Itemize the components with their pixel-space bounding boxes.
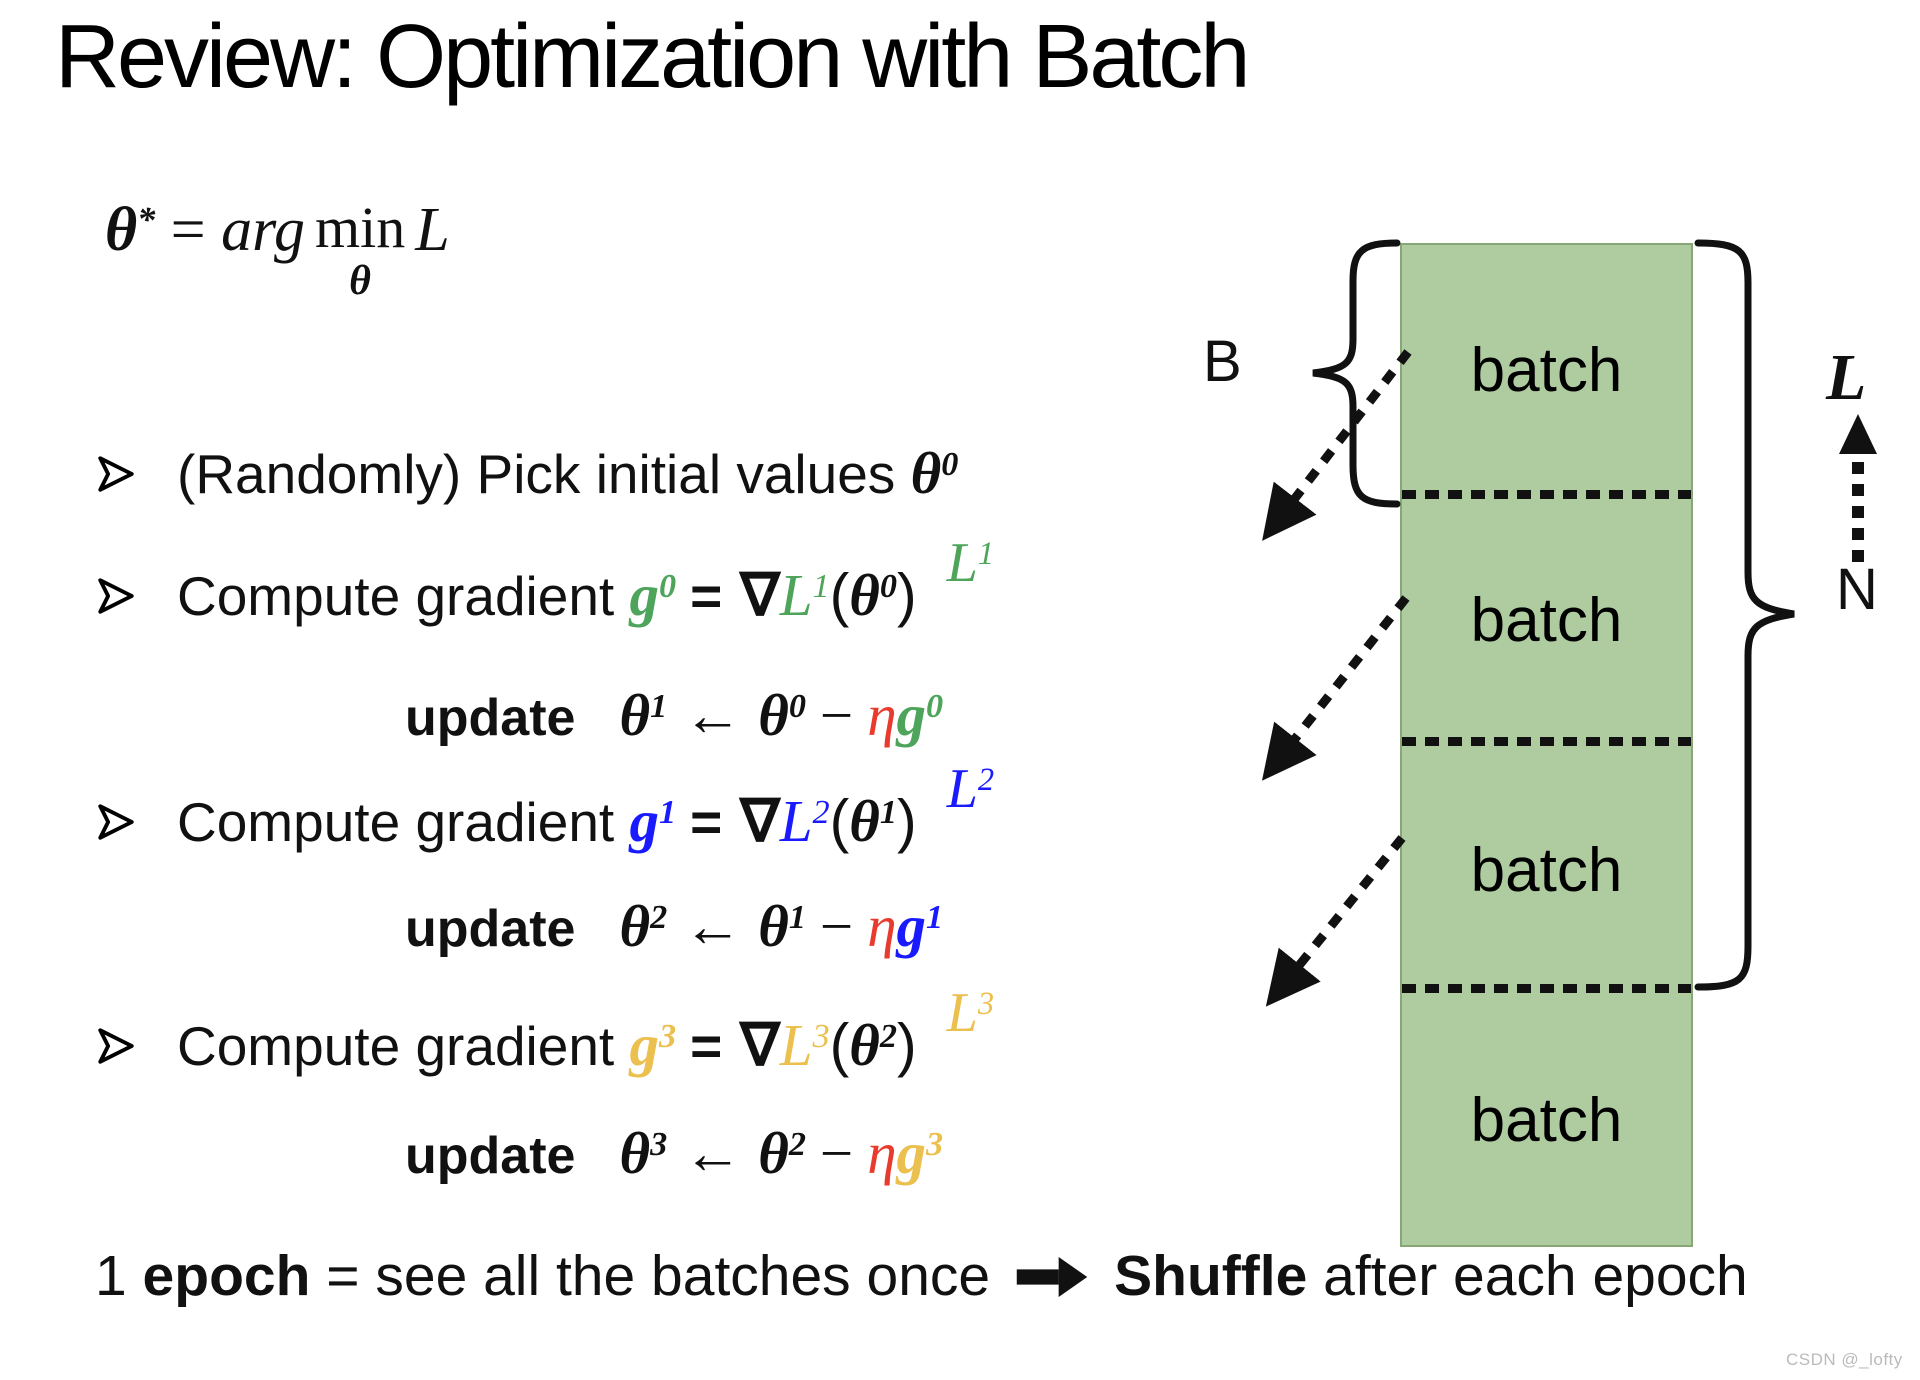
step4-label: Compute gradient [177,1015,630,1077]
formula-theta-star: θ* [105,196,156,264]
formula-min-subscript: θ [349,257,371,304]
minus-sign: − [819,682,854,748]
batch-separator-1 [1402,490,1691,499]
dotted-up-arrow-icon [1839,414,1877,568]
dashed-arrow-to-L3-icon [1265,835,1406,1007]
loss-tag-L2: L2 [946,758,995,820]
epoch-suffix: after each epoch [1307,1244,1748,1308]
assign-arrow: ← [683,893,743,959]
theta2-new: θ2 [619,893,668,959]
step-compute-gradient-3: Compute gradient g3 = ∇ L3 ( θ2 ) L3 [95,982,994,1080]
assign-arrow: ← [683,1120,743,1186]
step-compute-gradient-1: Compute gradient g0 = ∇ L1 ( θ0 ) L1 [95,532,994,630]
loss-L2: L2 [779,788,830,854]
right-arrow-icon [1016,1256,1088,1297]
formula-loss: L [415,196,450,264]
epoch-note: 1 epoch = see all the batches once Shuff… [95,1244,1748,1310]
nabla-symbol: ∇ [740,562,780,628]
theta1-new: θ1 [619,682,668,748]
update-word: update [405,1127,576,1185]
theta1-old: θ1 [758,893,806,959]
g3-term: g3 [896,1120,944,1186]
epoch-num: 1 [95,1244,143,1308]
gradient-g3: g3 [629,1012,677,1078]
batch-cell-3: batch [1470,835,1623,905]
page-title: Review: Optimization with Batch [55,7,1250,107]
batch-size-label: B [1203,329,1242,394]
watermark: CSDN @_lofty [1786,1350,1903,1369]
curly-brace-left-icon [1312,239,1401,508]
nabla-symbol: ∇ [740,788,780,854]
dashed-arrow-to-L2-icon [1261,595,1410,781]
loss-tag-L1: L1 [946,532,995,594]
g1-term: g1 [896,893,944,959]
lparen: ( [829,788,850,854]
step-compute-gradient-2: Compute gradient g1 = ∇ L2 ( θ1 ) L2 [95,758,994,856]
loss-L3: L3 [779,1012,830,1078]
update-step-2: update θ2 ← θ1 − η g1 [405,893,943,961]
equals-sign: = [690,791,723,853]
step1-theta0: θ0 [910,440,959,506]
nabla-symbol: ∇ [740,1012,780,1078]
dashed-arrow-to-L1-icon [1262,349,1412,541]
batch-cell-1: batch [1470,335,1623,405]
total-loss-label: L [1826,341,1867,414]
arrowhead-bullet-icon [98,578,134,614]
theta1-arg: θ1 [849,788,898,854]
lparen: ( [829,562,850,628]
theta0-arg: θ0 [849,562,898,628]
update-step-1: update θ1 ← θ0 − η g0 [405,682,943,750]
lparen: ( [829,1012,850,1078]
minus-sign: − [819,1120,854,1186]
formula-min-stack: min θ [314,195,406,304]
rparen: ) [897,788,917,854]
shuffle-word: Shuffle [1114,1244,1308,1308]
update-step-3: update θ3 ← θ2 − η g3 [405,1120,943,1188]
rparen: ) [897,562,917,628]
eta-symbol: η [867,682,897,748]
batch-separator-3 [1402,984,1691,993]
epoch-word: epoch [142,1244,311,1308]
theta2-old: θ2 [758,1120,806,1186]
step2-label: Compute gradient [177,565,630,627]
assign-arrow: ← [683,682,743,748]
update-word: update [405,689,576,747]
step-pick-initial-values: (Randomly) Pick initial values θ0 [95,440,958,508]
dataset-batches-box: batch batch batch batch [1400,243,1693,1247]
step3-label: Compute gradient [177,791,630,853]
step1-text: (Randomly) Pick initial values [177,443,911,505]
curly-brace-right-icon [1694,239,1795,991]
rparen: ) [897,1012,917,1078]
epoch-middle: = see all the batches once [310,1244,991,1308]
update-word: update [405,900,576,958]
theta2-arg: θ2 [849,1012,898,1078]
gradient-g0: g0 [629,562,677,628]
eta-symbol: η [867,1120,897,1186]
loss-tag-L3: L3 [946,982,995,1044]
theta3-new: θ3 [619,1120,668,1186]
arrowhead-bullet-icon [98,456,134,492]
arrowhead-bullet-icon [98,1028,134,1064]
eta-symbol: η [867,893,897,959]
loss-L1: L1 [779,562,830,628]
dataset-size-label: N [1836,557,1878,622]
formula-equals: = [155,196,222,264]
g0-term: g0 [896,682,944,748]
theta0-old: θ0 [758,682,806,748]
gradient-g1: g1 [629,788,677,854]
equals-sign: = [690,565,723,627]
objective-formula: θ* = arg min θ L [105,196,450,304]
arrowhead-bullet-icon [98,804,134,840]
equals-sign: = [690,1015,723,1077]
batch-cell-4: batch [1470,1085,1623,1155]
batch-cell-2: batch [1470,585,1623,655]
batch-separator-2 [1402,737,1691,746]
minus-sign: − [819,893,854,959]
formula-arg: arg [221,196,305,264]
